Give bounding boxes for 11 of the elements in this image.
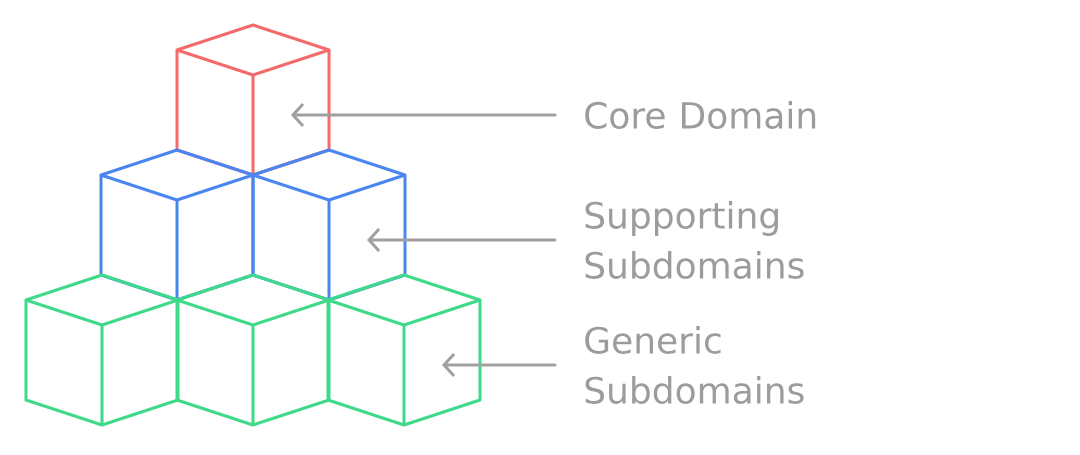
label-text: Generic Subdomains (585, 326, 804, 404)
cube (24, 273, 180, 427)
arrow (291, 103, 557, 127)
cube (326, 273, 482, 427)
arrow (367, 228, 557, 252)
label-text: Core Domain (585, 101, 816, 129)
cube (175, 273, 331, 427)
label-text: Supporting Subdomains (585, 201, 804, 279)
cube (251, 148, 407, 302)
cube (99, 148, 255, 302)
arrow (442, 353, 557, 377)
